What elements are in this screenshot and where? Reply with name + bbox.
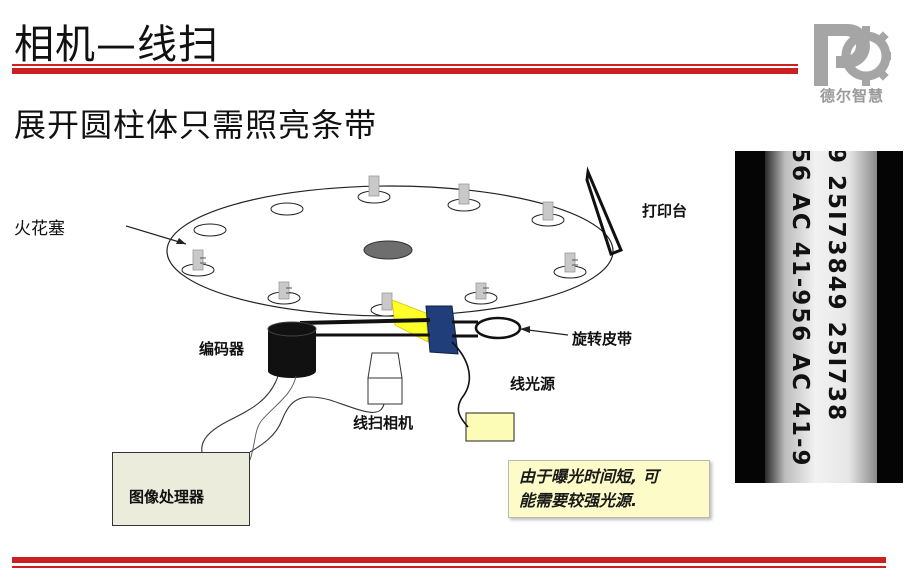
rotating-belt-label: 旋转皮带: [572, 330, 633, 348]
scanned-image: 56 AC 41-956 AC 41-9 9 25I73849 25I738: [735, 151, 903, 483]
line-light-source: [465, 412, 515, 442]
spark-plug: [564, 252, 576, 273]
spark-plug: [278, 281, 290, 300]
rotating-belt-pulley: [474, 316, 522, 340]
page-title: 相机—线扫: [14, 22, 219, 68]
light-cable: [451, 341, 471, 428]
line-scan-camera: [367, 352, 403, 405]
note-callout: 由于曝光时间短, 可 能需要较强光源.: [508, 460, 710, 518]
image-processor-box: [112, 452, 250, 526]
note-line-1: 由于曝光时间短, 可: [519, 467, 659, 486]
line-light-label: 线光源: [510, 375, 556, 393]
empty-pocket: [193, 223, 227, 237]
empty-pocket: [270, 202, 304, 216]
image-processor-label: 图像处理器: [129, 488, 205, 506]
slide-subtitle: 展开圆柱体只需照亮条带: [14, 106, 378, 144]
footer-divider-thick: [12, 557, 886, 563]
spark-plug: [192, 249, 204, 271]
spark-plugs: [192, 175, 576, 311]
spark-plug-label: 火花塞: [14, 219, 65, 239]
unrolled-insulator-band: [765, 151, 877, 483]
photo-text-column-2: 9 25I73849 25I738: [823, 151, 849, 423]
camera-cable: [249, 396, 385, 453]
encoder-cable: [201, 375, 279, 453]
spark-plug-positions: [181, 190, 587, 317]
line-scan-camera-label: 线扫相机: [353, 414, 414, 432]
footer-divider-thin: [12, 566, 886, 568]
header-divider-thick: [12, 68, 798, 74]
spark-plug: [381, 292, 393, 311]
printing-table-label: 打印台: [642, 202, 688, 220]
spark-plug: [368, 175, 380, 197]
note-line-2: 能需要较强光源.: [519, 491, 638, 510]
spark-plug: [458, 183, 470, 205]
spark-plug: [542, 201, 554, 221]
spark-plug: [475, 282, 487, 300]
company-logo: [814, 24, 891, 86]
spark-plug-pointer-arrow: [125, 225, 187, 245]
encoder: [267, 321, 317, 378]
encoder-label: 编码器: [199, 340, 245, 358]
logo-text: 德尔智慧: [819, 87, 884, 105]
header-divider-thin: [12, 64, 798, 66]
photo-text-column-1: 56 AC 41-956 AC 41-9: [787, 151, 813, 468]
printing-table: [585, 166, 623, 256]
disk-center-hub: [363, 240, 413, 260]
camera-lens: [425, 305, 459, 355]
